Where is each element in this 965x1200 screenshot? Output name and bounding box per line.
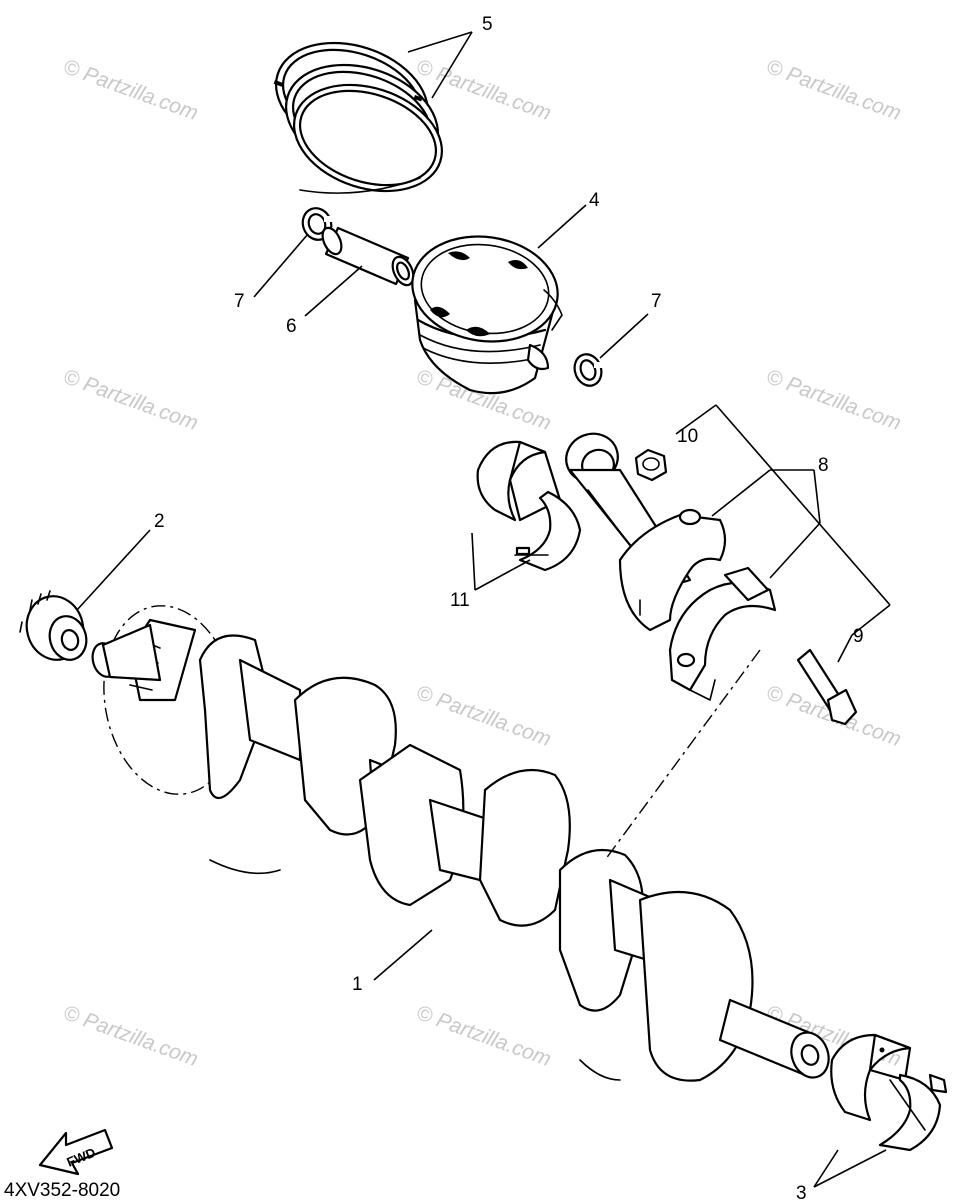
callout-4[interactable]: 4 <box>589 190 600 211</box>
watermark: © Partzilla.com <box>60 55 201 125</box>
bolt-part[interactable] <box>796 648 858 726</box>
watermark: © Partzilla.com <box>763 55 904 125</box>
callout-3[interactable]: 3 <box>796 1183 807 1200</box>
diagram-code: 4XV352-8020 <box>4 1180 120 1200</box>
callout-11[interactable]: 11 <box>450 590 470 611</box>
callout-1[interactable]: 1 <box>352 974 363 995</box>
big-end-bearing-part[interactable] <box>476 440 582 572</box>
callout-8[interactable]: 8 <box>818 455 829 476</box>
callout-7-right[interactable]: 7 <box>651 291 662 312</box>
circlip-right-part[interactable] <box>570 351 605 390</box>
callout-10[interactable]: 10 <box>677 426 698 447</box>
forward-direction-indicator: FWD <box>38 1128 114 1176</box>
crankshaft-part[interactable] <box>89 595 835 1083</box>
callout-labels: 5 4 7 6 7 10 8 2 11 9 1 3 <box>154 14 864 1200</box>
watermark: © Partzilla.com <box>763 365 904 435</box>
watermark: © Partzilla.com <box>60 365 201 435</box>
callout-7-left[interactable]: 7 <box>234 291 245 312</box>
piston-part[interactable] <box>405 227 564 395</box>
nut-part[interactable] <box>634 448 668 482</box>
callout-5[interactable]: 5 <box>482 14 493 35</box>
gear-part[interactable] <box>19 590 91 666</box>
watermark: © Partzilla.com <box>60 1001 201 1071</box>
watermark: © Partzilla.com <box>413 681 554 751</box>
piston-pin-part[interactable] <box>319 225 418 288</box>
callout-6[interactable]: 6 <box>286 316 297 337</box>
rod-cap-part[interactable] <box>668 566 777 701</box>
main-bearings-part[interactable] <box>830 1033 948 1152</box>
watermark: © Partzilla.com <box>413 1001 554 1071</box>
watermarks: © Partzilla.com © Partzilla.com © Partzi… <box>60 55 904 1071</box>
leader-lines <box>76 31 891 1188</box>
callout-9[interactable]: 9 <box>853 626 864 647</box>
connecting-rod-part[interactable] <box>559 427 727 632</box>
callout-2[interactable]: 2 <box>154 511 165 532</box>
piston-rings-part[interactable] <box>262 24 456 209</box>
fwd-arrow-icon <box>38 1128 114 1176</box>
